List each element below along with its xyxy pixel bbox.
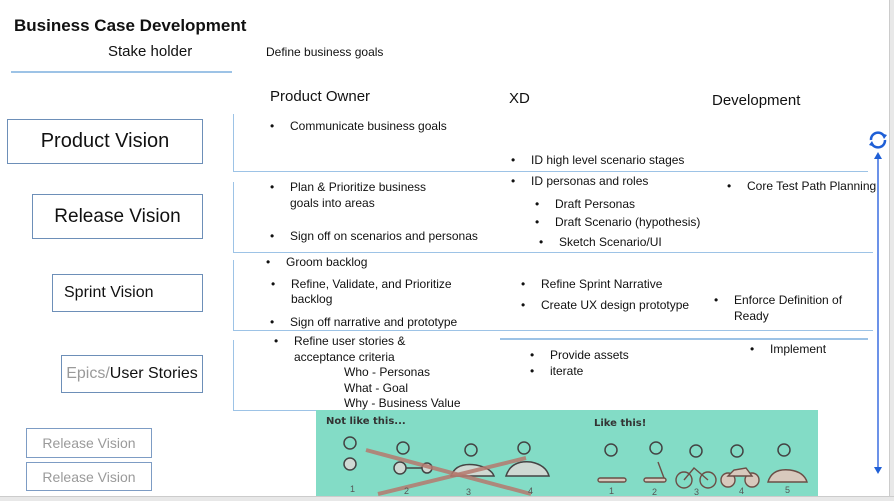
task-subitem: •Draft Scenario (hypothesis)	[535, 215, 701, 229]
vehicle-icon	[597, 461, 808, 489]
mvp-good-drawing	[597, 441, 808, 489]
double-arrow-vertical-icon	[874, 152, 882, 474]
task-item: •Create UX design prototype	[521, 298, 690, 312]
stakeholder-task: Define business goals	[266, 45, 384, 59]
task-item: •Enforce Definition of	[714, 293, 843, 307]
illustration-caption: Not like this...	[326, 416, 406, 427]
step-number: 5	[785, 485, 791, 495]
task-item-continuation: goals into areas	[290, 196, 375, 210]
level-label: Product Vision	[40, 130, 170, 152]
level-label: User Stories	[109, 365, 198, 382]
task-item: •Sign off narrative and prototype	[270, 315, 458, 329]
task-item: •Communicate business goals	[270, 119, 447, 133]
level-label-prefix: Epics/	[66, 365, 110, 382]
level-label: Sprint Vision	[64, 284, 154, 301]
task-item: •ID high level scenario stages	[511, 153, 685, 167]
task-item: •Provide assets	[530, 348, 629, 362]
task-item: •iterate	[530, 364, 584, 378]
task-subitem: •Draft Personas	[535, 197, 636, 211]
level-box-user-stories: Epics/User Stories	[61, 355, 203, 393]
sad-face-icon	[343, 436, 531, 457]
ghost-box-release-vision: Release Vision	[26, 462, 152, 491]
criteria-who: Who - Personas	[344, 365, 431, 379]
task-item-continuation: backlog	[291, 292, 333, 306]
level-box-release-vision: Release Vision	[32, 194, 203, 239]
level-box-product-vision: Product Vision	[7, 119, 203, 164]
task-item-continuation: acceptance criteria	[294, 350, 395, 364]
ghost-box-release-vision: Release Vision	[26, 428, 152, 458]
task-item: •Refine Sprint Narrative	[521, 277, 663, 291]
step-number: 2	[652, 487, 658, 497]
task-item: •Implement	[750, 342, 827, 356]
step-number: 3	[466, 487, 472, 497]
column-header-development: Development	[712, 92, 801, 109]
column-header-xd: XD	[509, 90, 530, 107]
task-item: •Plan & Prioritize business	[270, 180, 427, 194]
task-item: •Refine, Validate, and Prioritize	[271, 277, 452, 291]
row-divider	[500, 338, 868, 340]
illustration-not-like-this: Not like this... 1 2 3 4	[316, 410, 566, 498]
illustration-like-this: Like this! 1 2 3 4 5	[566, 410, 818, 498]
illustration-caption: Like this!	[594, 418, 647, 429]
row-bracket-user-stories	[233, 340, 318, 411]
step-number: 4	[528, 486, 534, 496]
diagram-title: Business Case Development	[14, 16, 247, 35]
mvp-bad-drawing	[343, 436, 550, 496]
happy-face-icon	[604, 441, 791, 458]
task-item: •ID personas and roles	[511, 174, 649, 188]
task-subitem: •Sketch Scenario/UI	[539, 235, 662, 249]
criteria-why: Why - Business Value	[344, 396, 461, 410]
task-item-continuation: Ready	[734, 309, 769, 323]
task-item: •Refine user stories &	[274, 334, 406, 348]
step-number: 2	[404, 486, 410, 496]
row-bracket-product-vision	[233, 114, 868, 172]
vehicle-parts-icon	[343, 457, 550, 477]
criteria-what: What - Goal	[344, 381, 409, 395]
step-number: 1	[609, 486, 615, 496]
window-edge-right	[889, 0, 894, 501]
row-bracket-sprint-vision	[233, 260, 873, 331]
column-header-product-owner: Product Owner	[270, 88, 371, 105]
step-number: 1	[350, 484, 356, 494]
task-item: •Sign off on scenarios and personas	[270, 229, 478, 243]
task-item: •Groom backlog	[266, 255, 368, 269]
level-label: Release Vision	[54, 205, 181, 227]
window-edge-bottom	[0, 496, 894, 501]
stakeholder-label: Stake holder	[108, 43, 193, 60]
task-item: •Core Test Path Planning	[727, 179, 877, 193]
stakeholder-divider	[11, 71, 232, 73]
row-bracket-release-vision	[233, 182, 873, 253]
refresh-cycle-icon	[869, 131, 887, 149]
level-box-sprint-vision: Sprint Vision	[52, 274, 203, 312]
step-number: 4	[739, 486, 745, 496]
step-number: 3	[694, 487, 700, 497]
